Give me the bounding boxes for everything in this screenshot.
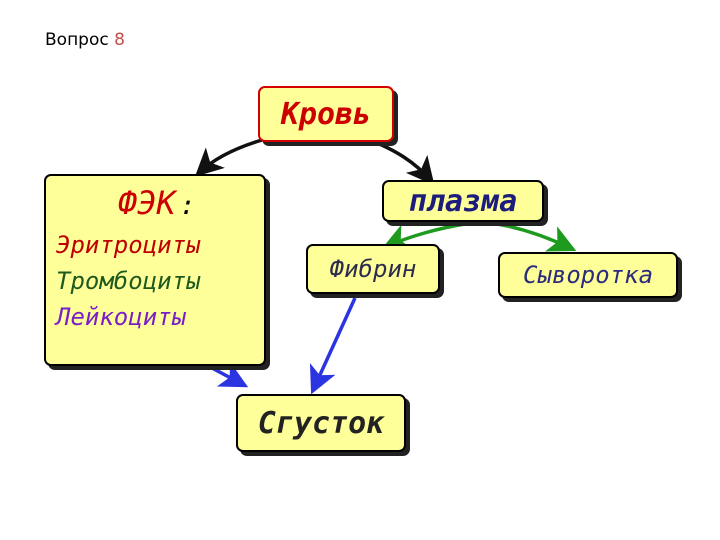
node-serum: Сыворотка — [498, 252, 678, 298]
node-plasma: плазма — [382, 180, 544, 222]
arrow-plasma-to-serum — [484, 220, 577, 252]
node-fek: ФЭК: Эритроциты Тромбоциты Лейкоциты — [44, 174, 266, 366]
arrow-blood-to-plasma — [369, 138, 435, 186]
node-clot: Сгусток — [236, 394, 406, 452]
arrow-blood-to-fek — [194, 138, 263, 177]
arrow-plasma-to-fibrin — [381, 222, 466, 251]
fek-cell-platelets: Тромбоциты — [56, 267, 201, 295]
slide-header: Вопрос 8 — [45, 30, 125, 50]
fek-colon: : — [179, 191, 196, 221]
node-blood: Кровь — [258, 86, 394, 142]
fek-cell-erythrocytes: Эритроциты — [56, 231, 201, 259]
arrow-fibrin-to-clot — [309, 297, 357, 395]
fek-title: ФЭК: — [118, 182, 264, 227]
node-fibrin: Фибрин — [306, 244, 440, 294]
question-label: Вопрос — [45, 30, 109, 50]
question-number: 8 — [114, 30, 125, 50]
fek-cell-leukocytes: Лейкоциты — [56, 303, 187, 331]
arrow-fek-to-clot — [211, 361, 249, 388]
fek-title-text: ФЭК — [118, 184, 176, 222]
